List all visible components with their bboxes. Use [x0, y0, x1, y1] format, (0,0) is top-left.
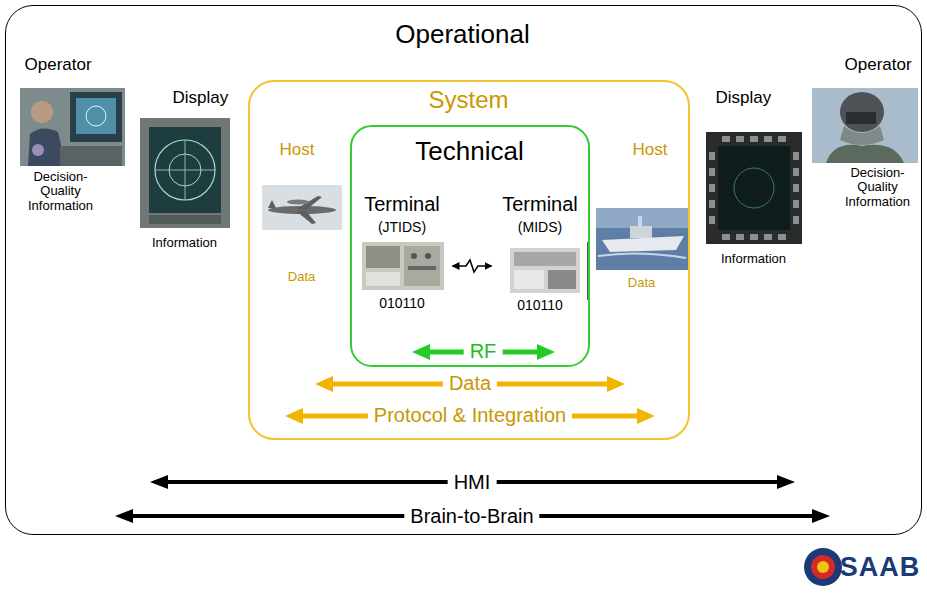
operator-photo	[20, 88, 125, 166]
node-heading: System	[409, 86, 529, 114]
logo-mark	[804, 548, 842, 586]
terminal-jtids: Terminal (JTIDS) 010110	[355, 190, 452, 315]
display-screen	[140, 118, 230, 228]
node-text: Decision-Quality Information	[839, 166, 917, 211]
node-heading: Host	[633, 140, 683, 160]
node-heading: Host	[280, 140, 330, 160]
node-heading: Display	[173, 88, 235, 108]
display-right: DisplayInformation	[700, 85, 806, 275]
node-heading: Terminal	[355, 193, 450, 216]
technical-region: TechnicalTerminal (JTIDS) 010110 Terminal (M…	[350, 125, 590, 367]
protocol-label: Protocol & Integration	[368, 404, 572, 427]
rf-label: RF	[464, 340, 503, 363]
node-heading: Operator	[845, 55, 917, 75]
terminal-picture	[510, 242, 588, 300]
display-left: DisplayInformation	[133, 85, 237, 260]
operational-region: OperationalOperatorDecision-Quality Info…	[5, 5, 922, 535]
terminal-mids: Terminal (MIDS) 010110	[493, 190, 590, 315]
operator-right: OperatorDecision-Quality Information	[810, 50, 920, 225]
node-text: Decision-Quality Information	[22, 170, 100, 215]
node-text: 010110	[355, 295, 450, 311]
node-heading: Terminal	[493, 193, 588, 216]
node-heading: Operational	[363, 20, 563, 50]
terminal-picture	[362, 242, 444, 290]
node-text: Information	[135, 236, 235, 251]
brain-label: Brain-to-Brain	[404, 505, 539, 528]
node-text: (MIDS)	[493, 219, 588, 235]
node-text: 010110	[493, 297, 588, 313]
logo-text: SAAB	[834, 552, 927, 583]
display-screen	[706, 132, 802, 244]
node-heading: Display	[716, 88, 778, 108]
host-left: HostData	[258, 135, 346, 295]
ship-picture	[596, 208, 688, 270]
host-right: HostData	[594, 135, 688, 300]
node-heading: Operator	[25, 55, 115, 75]
link-connector	[453, 260, 492, 272]
pilot-photo	[812, 88, 918, 163]
data-label: Data	[443, 372, 497, 395]
hmi-label: HMI	[448, 471, 497, 494]
operator-left: OperatorDecision-Quality Information	[10, 50, 135, 225]
node-text: Data	[272, 270, 332, 285]
node-text: Information	[704, 252, 804, 267]
aircraft-picture	[262, 185, 342, 230]
node-text: Data	[612, 276, 672, 291]
node-text: (JTIDS)	[355, 219, 450, 235]
node-heading: Technical	[395, 137, 545, 167]
